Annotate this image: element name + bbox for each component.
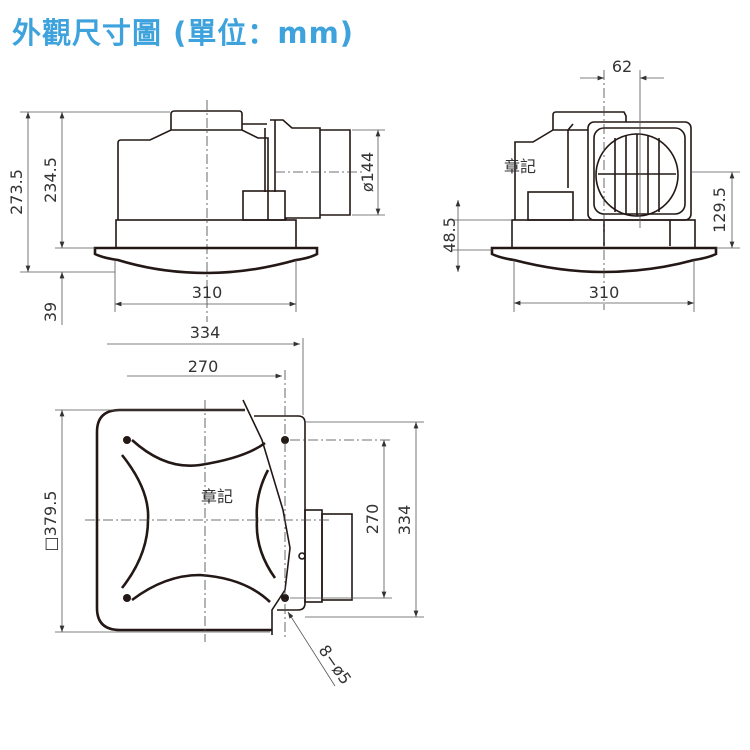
front-view: 273.5 234.5 39 310 ø144 [7, 100, 385, 325]
page-title: 外觀尺寸圖 (單位：mm) [12, 16, 355, 50]
dim-total-height: 273.5 [7, 169, 26, 215]
dim-side-width: 310 [589, 283, 620, 302]
dim-body-height: 234.5 [41, 157, 60, 203]
top-view: 章記 334 270 □379.5 270 334 8−ø5 [41, 323, 424, 688]
dim-front-width: 310 [192, 283, 223, 302]
dim-grille-depth: 39 [41, 302, 60, 322]
dim-panel-size: □379.5 [41, 491, 60, 552]
dim-outer-width: 334 [190, 323, 221, 342]
dim-flange-height: 48.5 [440, 217, 459, 253]
top-mark: 章記 [201, 487, 233, 506]
dim-duct-diameter: ø144 [358, 152, 377, 192]
side-mark: 章記 [504, 157, 536, 176]
dim-pitch-width: 270 [188, 357, 219, 376]
dim-holes: 8−ø5 [315, 641, 356, 688]
dim-pitch-height: 270 [363, 504, 382, 535]
dim-outer-height: 334 [395, 505, 414, 536]
dim-duct-height: 129.5 [710, 187, 729, 233]
dim-duct-offset: 62 [612, 57, 632, 76]
side-view: 章記 62 48.5 129.5 310 [440, 57, 740, 312]
